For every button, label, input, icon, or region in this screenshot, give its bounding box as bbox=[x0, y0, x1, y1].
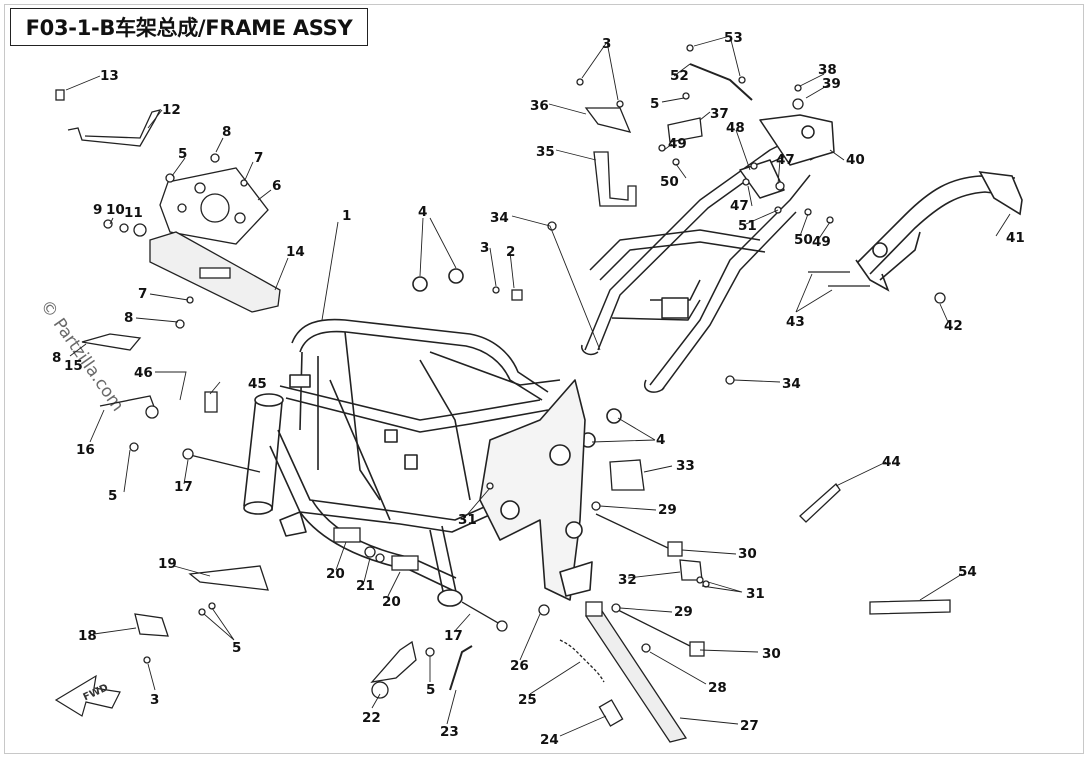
callout-28: 28 bbox=[708, 680, 727, 696]
watermark-text: © Partzilla.com bbox=[36, 296, 128, 415]
diagram-title: F03-1-B车架总成/FRAME ASSY bbox=[25, 16, 353, 40]
callout-33: 33 bbox=[676, 458, 695, 474]
callout-30: 30 bbox=[762, 646, 781, 662]
rear-subframe bbox=[581, 114, 835, 393]
callout-34: 34 bbox=[490, 210, 509, 226]
callout-35: 35 bbox=[536, 144, 555, 160]
callout-42: 42 bbox=[944, 318, 963, 334]
callout-7: 7 bbox=[254, 150, 263, 166]
callout-36: 36 bbox=[530, 98, 549, 114]
callout-21: 21 bbox=[356, 578, 375, 594]
grab-rail bbox=[855, 171, 1023, 292]
callout-47: 47 bbox=[776, 152, 795, 168]
callout-17: 17 bbox=[444, 628, 463, 644]
callout-5: 5 bbox=[178, 146, 187, 162]
callout-32: 32 bbox=[618, 572, 637, 588]
callout-7: 7 bbox=[138, 286, 147, 302]
callout-9: 9 bbox=[93, 202, 102, 218]
callout-1: 1 bbox=[342, 208, 351, 224]
callout-40: 40 bbox=[846, 152, 865, 168]
callout-34: 34 bbox=[782, 376, 801, 392]
callout-12: 12 bbox=[162, 102, 181, 118]
callout-17: 17 bbox=[174, 479, 193, 495]
callout-51: 51 bbox=[738, 218, 757, 234]
callout-15: 15 bbox=[64, 358, 83, 374]
parts bbox=[55, 44, 951, 743]
title-box: F03-1-B车架总成/FRAME ASSY bbox=[10, 8, 368, 46]
callout-8: 8 bbox=[124, 310, 133, 326]
callout-25: 25 bbox=[518, 692, 537, 708]
callout-37: 37 bbox=[710, 106, 729, 122]
callout-19: 19 bbox=[158, 556, 177, 572]
callout-54: 54 bbox=[958, 564, 977, 580]
callout-3: 3 bbox=[602, 36, 611, 52]
callout-23: 23 bbox=[440, 724, 459, 740]
callout-39: 39 bbox=[822, 76, 841, 92]
callout-27: 27 bbox=[740, 718, 759, 734]
callout-8: 8 bbox=[52, 350, 61, 366]
diagram-border bbox=[4, 4, 1084, 754]
callout-47: 47 bbox=[730, 198, 749, 214]
callout-5: 5 bbox=[108, 488, 117, 504]
callout-52: 52 bbox=[670, 68, 689, 84]
callout-43: 43 bbox=[786, 314, 805, 330]
callout-24: 24 bbox=[540, 732, 559, 748]
callout-10: 10 bbox=[106, 202, 125, 218]
callout-26: 26 bbox=[510, 658, 529, 674]
leader-lines bbox=[65, 35, 1011, 737]
callout-5: 5 bbox=[650, 96, 659, 112]
callout-31: 31 bbox=[458, 512, 477, 528]
callout-6: 6 bbox=[272, 178, 281, 194]
callout-49: 49 bbox=[668, 136, 687, 152]
callout-46: 46 bbox=[134, 365, 153, 381]
callout-50: 50 bbox=[794, 232, 813, 248]
main-frame bbox=[243, 268, 622, 607]
callout-4: 4 bbox=[418, 204, 427, 220]
callout-49: 49 bbox=[812, 234, 831, 250]
callout-18: 18 bbox=[78, 628, 97, 644]
forward-arrow-icon: FWD bbox=[54, 674, 121, 717]
callout-3: 3 bbox=[150, 692, 159, 708]
callout-16: 16 bbox=[76, 442, 95, 458]
callout-2: 2 bbox=[506, 244, 515, 260]
callout-14: 14 bbox=[286, 244, 305, 260]
callout-45: 45 bbox=[248, 376, 267, 392]
callout-22: 22 bbox=[362, 710, 381, 726]
callout-30: 30 bbox=[738, 546, 757, 562]
callout-38: 38 bbox=[818, 62, 837, 78]
callout-11: 11 bbox=[124, 205, 143, 221]
callout-5: 5 bbox=[232, 640, 241, 656]
callout-50: 50 bbox=[660, 174, 679, 190]
callout-8: 8 bbox=[222, 124, 231, 140]
callout-4: 4 bbox=[656, 432, 665, 448]
callout-20: 20 bbox=[326, 566, 345, 582]
callout-13: 13 bbox=[100, 68, 119, 84]
callout-44: 44 bbox=[882, 454, 901, 470]
callout-53: 53 bbox=[724, 30, 743, 46]
callout-20: 20 bbox=[382, 594, 401, 610]
callout-41: 41 bbox=[1006, 230, 1025, 246]
callout-29: 29 bbox=[658, 502, 677, 518]
callout-3: 3 bbox=[480, 240, 489, 256]
callout-31: 31 bbox=[746, 586, 765, 602]
callout-48: 48 bbox=[726, 120, 745, 136]
callout-29: 29 bbox=[674, 604, 693, 620]
callout-5: 5 bbox=[426, 682, 435, 698]
callout-labels: 13 12 8 5 7 6 1 9 10 11 14 7 8 8 15 46 4… bbox=[52, 30, 1025, 748]
